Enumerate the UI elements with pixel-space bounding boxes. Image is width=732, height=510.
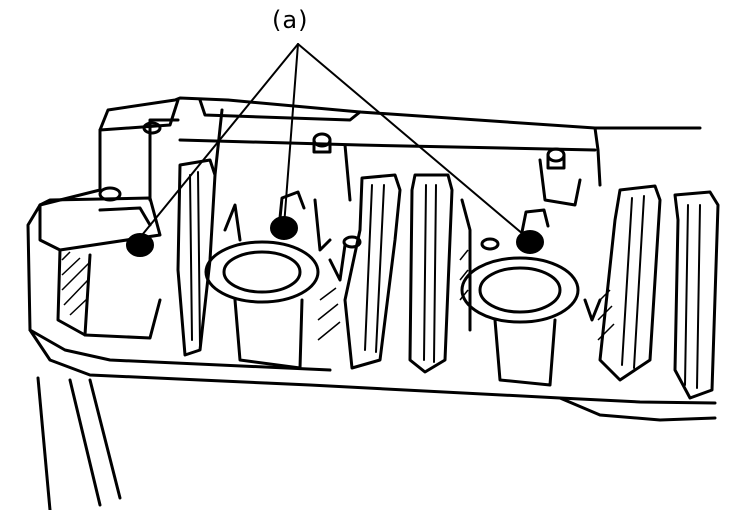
head-body [26,96,717,510]
bolt-marker-middle [270,190,306,240]
stud [342,235,362,249]
bolt-marker-right [516,208,550,254]
marked-bolts [126,190,550,257]
front-leg-left [36,376,52,510]
plug-tube-ring [460,256,580,324]
callout-leaders [137,43,531,241]
leader-line-right [297,43,531,241]
top-rim [38,96,702,207]
rocker-arms [176,158,720,400]
cam-housing-left [38,196,162,340]
rocker-arm [673,190,720,400]
plug-tube-ring [204,240,320,304]
stud [142,121,162,135]
rocker-arm [343,173,402,370]
lower-deck [26,203,717,405]
studs [98,121,566,251]
bolt-marker-left [126,233,154,257]
rocker-arm [176,158,217,357]
leader-line-middle [283,43,299,227]
shading [61,249,615,341]
callout-label-a: (a) [272,6,309,34]
rocker-arm [598,184,662,382]
rocker-arm [408,173,454,374]
stud [546,147,566,163]
inner-walls [213,108,602,332]
plug-tubes [204,240,580,387]
stud [480,237,500,251]
